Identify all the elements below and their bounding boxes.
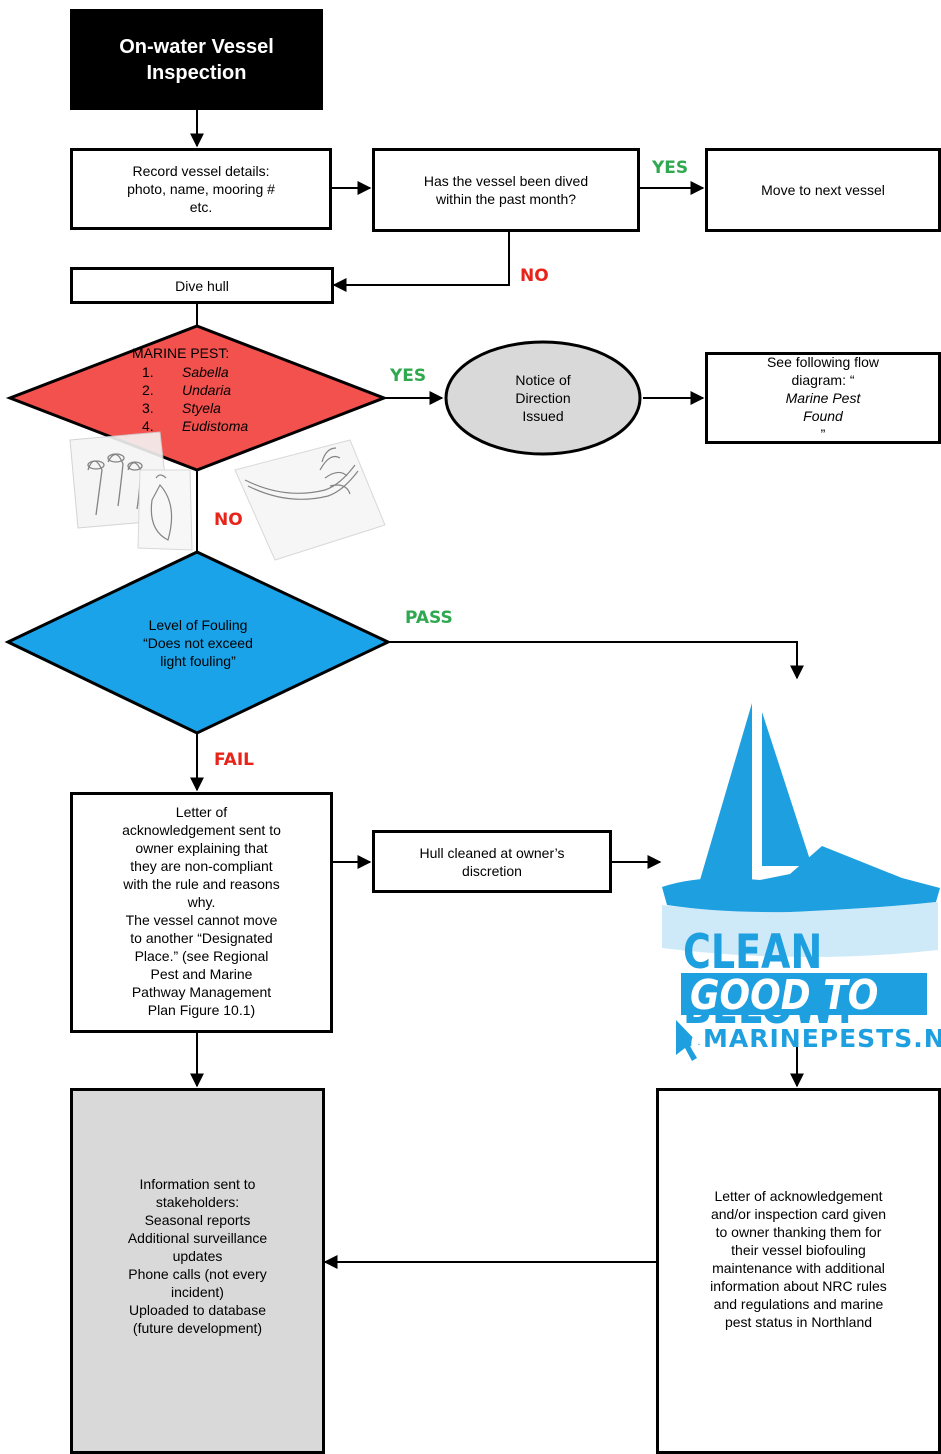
pest-item: 2.Undaria: [142, 382, 232, 398]
marine-pest-decision: [5, 324, 389, 472]
connector-dived-divehull: [332, 232, 510, 292]
fouling-decision: [4, 550, 392, 735]
logo-good-to-go: GOOD TO GO: [690, 972, 879, 1067]
fouling-text: Level of Fouling “Does not exceed light …: [143, 617, 253, 669]
pest-item: 3.Styela: [142, 400, 221, 416]
logo-clean-below: CLEAN BELOW?: [683, 924, 858, 1034]
logo-marinepests: MARINEPESTS.NZ: [703, 1024, 941, 1053]
pest-item: 1.Sabella: [142, 364, 229, 380]
dive-hull-node: Dive hull: [70, 267, 334, 304]
label-yes-dived: YES: [652, 158, 689, 178]
notice-text: Notice of Direction Issued: [515, 372, 571, 424]
label-no-pest: NO: [214, 510, 243, 530]
pest-sketch-illustration: [69, 431, 386, 561]
label-no-dived: NO: [520, 266, 549, 286]
label-pass: PASS: [405, 608, 453, 628]
see-following-node: See following flow diagram: “Marine Pest…: [705, 352, 941, 444]
letter-pass-node: Letter of acknowledgement and/or inspect…: [656, 1088, 941, 1454]
hull-cleaned-node: Hull cleaned at owner’s discretion: [372, 830, 612, 893]
pest-item: 4.Eudistoma: [142, 418, 249, 434]
next-vessel-node: Move to next vessel: [705, 148, 941, 232]
marine-pest-heading: MARINE PEST:: [132, 345, 230, 361]
letter-noncompliant-node: Letter of acknowledgement sent to owner …: [70, 792, 333, 1033]
notice-oval: [444, 340, 642, 456]
info-stakeholders-node: Information sent to stakeholders: Season…: [70, 1088, 325, 1454]
label-fail: FAIL: [214, 750, 254, 770]
sailboat-logo-icon: [662, 703, 940, 1061]
dived-question-node: Has the vessel been dived within the pas…: [372, 148, 640, 232]
record-details-node: Record vessel details: photo, name, moor…: [70, 148, 332, 230]
label-yes-pest: YES: [390, 366, 427, 386]
connector-fouling-pass: [388, 641, 804, 680]
marine-pest-list: 1.Sabella 2.Undaria 3.Styela 4.Eudistoma: [142, 363, 248, 435]
